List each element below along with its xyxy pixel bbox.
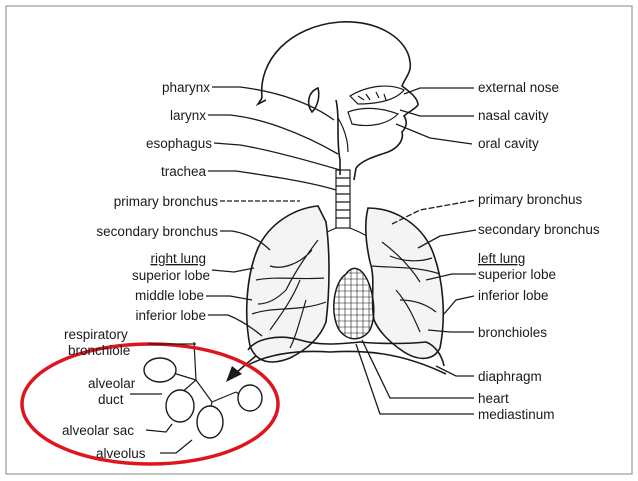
label-primary-bronchus-right: primary bronchus	[478, 192, 583, 207]
label-right-lung: right lung	[150, 251, 206, 266]
label-esophagus: esophagus	[146, 136, 212, 151]
label-secondary-bronchus-right: secondary bronchus	[478, 222, 600, 237]
label-oral-cavity: oral cavity	[478, 136, 539, 151]
label-pharynx: pharynx	[162, 80, 210, 95]
label-superior-lobe-right: superior lobe	[478, 267, 556, 282]
label-left-lung: left lung	[478, 251, 525, 266]
label-alveolar: alveolar	[88, 376, 136, 391]
label-respiratory: respiratory	[64, 327, 128, 342]
label-inferior-lobe-right: inferior lobe	[478, 288, 549, 303]
label-inferior-lobe-left: inferior lobe	[135, 308, 206, 323]
label-external-nose: external nose	[478, 80, 559, 95]
label-larynx: larynx	[170, 108, 206, 123]
label-heart: heart	[478, 391, 509, 406]
label-secondary-bronchus-left: secondary bronchus	[96, 224, 218, 239]
label-diaphragm: diaphragm	[478, 369, 542, 384]
label-superior-lobe-left: superior lobe	[132, 268, 210, 283]
label-bronchiole: bronchiole	[68, 343, 130, 358]
label-bronchioles: bronchioles	[478, 325, 547, 340]
label-duct: duct	[98, 392, 124, 407]
label-alveolar-sac: alveolar sac	[62, 423, 134, 438]
label-trachea: trachea	[161, 164, 207, 179]
label-alveolus: alveolus	[96, 446, 146, 461]
label-nasal-cavity: nasal cavity	[478, 108, 549, 123]
label-mediastinum: mediastinum	[478, 407, 555, 422]
label-middle-lobe: middle lobe	[135, 288, 204, 303]
label-primary-bronchus-left: primary bronchus	[114, 194, 219, 209]
